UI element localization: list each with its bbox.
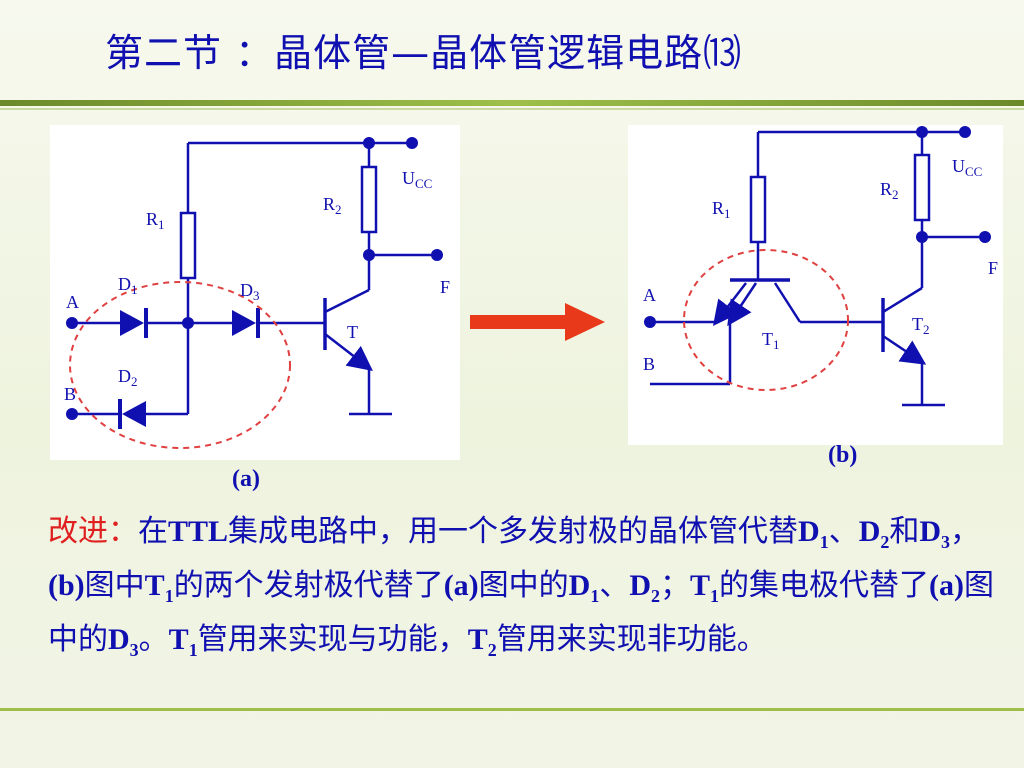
diode-d3 [232,310,256,336]
diode-d2-bar [118,399,122,429]
label-ucc: U [952,156,965,176]
caption-b: (b) [828,442,858,468]
label-b: B [643,354,655,374]
svg-text:D3: D3 [240,280,260,303]
label-t2: T [912,314,923,334]
explanation-paragraph: 改进：在TTL集成电路中，用一个多发射极的晶体管代替D1、D2和D3，(b)图中… [48,514,995,660]
label-f: F [988,258,998,278]
terminal-a [644,316,656,328]
svg-text:T2: T2 [912,314,930,337]
lead-label: 改进： [48,514,138,549]
terminal-ucc [959,126,971,138]
caption-a: (a) [232,466,260,492]
slide-title: 第二节 ：晶体管—晶体管逻辑电路⒀ [105,31,743,75]
node [182,317,194,329]
svg-text:R2: R2 [323,194,342,217]
node [363,137,375,149]
title-underline [0,100,1024,106]
diode-d2 [122,401,146,427]
label-r1: R [146,209,158,229]
diode-d1-bar [144,308,148,338]
diode-d1 [120,310,144,336]
terminal-ucc [406,137,418,149]
label-t: T [347,322,358,342]
circuit-b-nodes [644,126,991,328]
terminal-b [66,408,78,420]
label-r1: R [712,198,724,218]
svg-text:D2: D2 [118,366,138,389]
highlight-circle-a [69,281,291,449]
circuit-b-panel [628,125,1003,445]
svg-text:T1: T1 [762,329,780,352]
terminal-f [979,231,991,243]
highlight-circle-b [683,249,849,391]
label-a: A [643,285,656,305]
svg-text:R1: R1 [146,209,165,232]
label-d3: D [240,280,253,300]
label-r2: R [323,194,335,214]
label-ucc: U [402,168,415,188]
svg-text:R1: R1 [712,198,731,221]
circuit-a-nodes [66,137,443,420]
terminal-a [66,317,78,329]
node [363,249,375,261]
label-d2: D [118,366,131,386]
svg-text:D1: D1 [118,274,138,297]
terminal-f [431,249,443,261]
circuit-b [650,130,985,407]
title-underline-thin [0,108,1024,110]
svg-text:UCC: UCC [952,156,982,179]
label-a: A [66,292,79,312]
circuit-a-diodes [118,308,260,429]
node [916,126,928,138]
label-d1: D [118,274,131,294]
node [916,231,928,243]
svg-text:R2: R2 [880,179,899,202]
transform-arrow [470,303,605,341]
svg-text:UCC: UCC [402,168,432,191]
label-f: F [440,277,450,297]
label-t1: T [762,329,773,349]
diode-d3-bar [256,308,260,338]
label-b: B [64,384,76,404]
bottom-rule [0,708,1024,711]
label-r2: R [880,179,892,199]
